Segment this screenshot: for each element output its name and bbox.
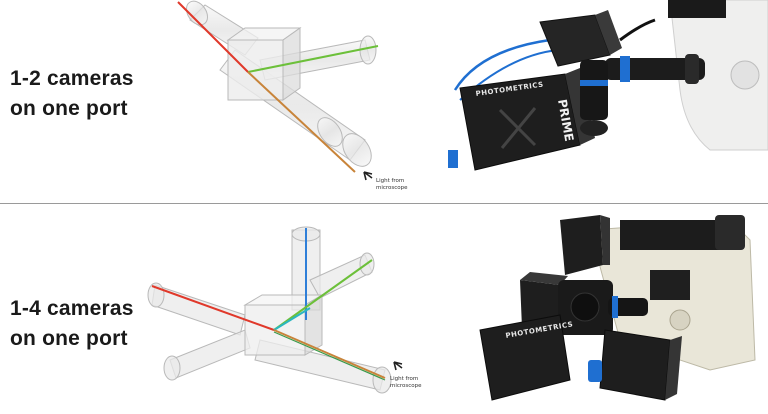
lower-right-camera <box>599 329 682 401</box>
bottom-panel: 1-4 cameras on one port <box>0 210 768 414</box>
top-caption: 1-2 cameras on one port <box>10 64 134 124</box>
four-camera-setup-photo: PHOTOMETRICS <box>479 215 756 401</box>
green-beam-bottom <box>273 259 373 331</box>
bottom-diagram-label-line2: microscope <box>390 383 422 389</box>
red-beam <box>177 1 249 73</box>
arrow-icon <box>363 171 373 181</box>
bottom-caption: 1-4 cameras on one port <box>10 294 134 354</box>
lower-left-camera: PHOTOMETRICS <box>479 314 574 401</box>
top-camera <box>560 215 610 275</box>
cyan-beam <box>273 307 311 331</box>
green-beam-thin <box>273 331 386 381</box>
arrow-icon <box>393 361 403 371</box>
top-diagram-label-line2: microscope <box>376 185 408 191</box>
green-beam <box>247 45 379 73</box>
bottom-caption-line1: 1-4 cameras <box>10 297 134 320</box>
orange-beam <box>247 71 356 173</box>
orange-beam-bottom <box>273 329 386 379</box>
four-camera-splitter-diagram: Light from microscope <box>147 226 422 394</box>
bottom-diagram-label-line1: Light from <box>390 376 418 382</box>
two-camera-splitter-diagram: Light from microscope <box>177 0 408 191</box>
two-camera-setup-photo: PHOTOMETRICS PRIME <box>448 0 768 171</box>
top-caption-line2: on one port <box>10 97 128 120</box>
upper-camera <box>539 10 622 67</box>
red-beam-bottom <box>151 285 275 331</box>
top-diagram-label-line1: Light from <box>376 178 404 184</box>
section-divider <box>0 203 768 204</box>
top-caption-line1: 1-2 cameras <box>10 67 134 90</box>
bottom-caption-line2: on one port <box>10 327 128 350</box>
top-panel: 1-2 cameras on one port <box>0 0 768 200</box>
